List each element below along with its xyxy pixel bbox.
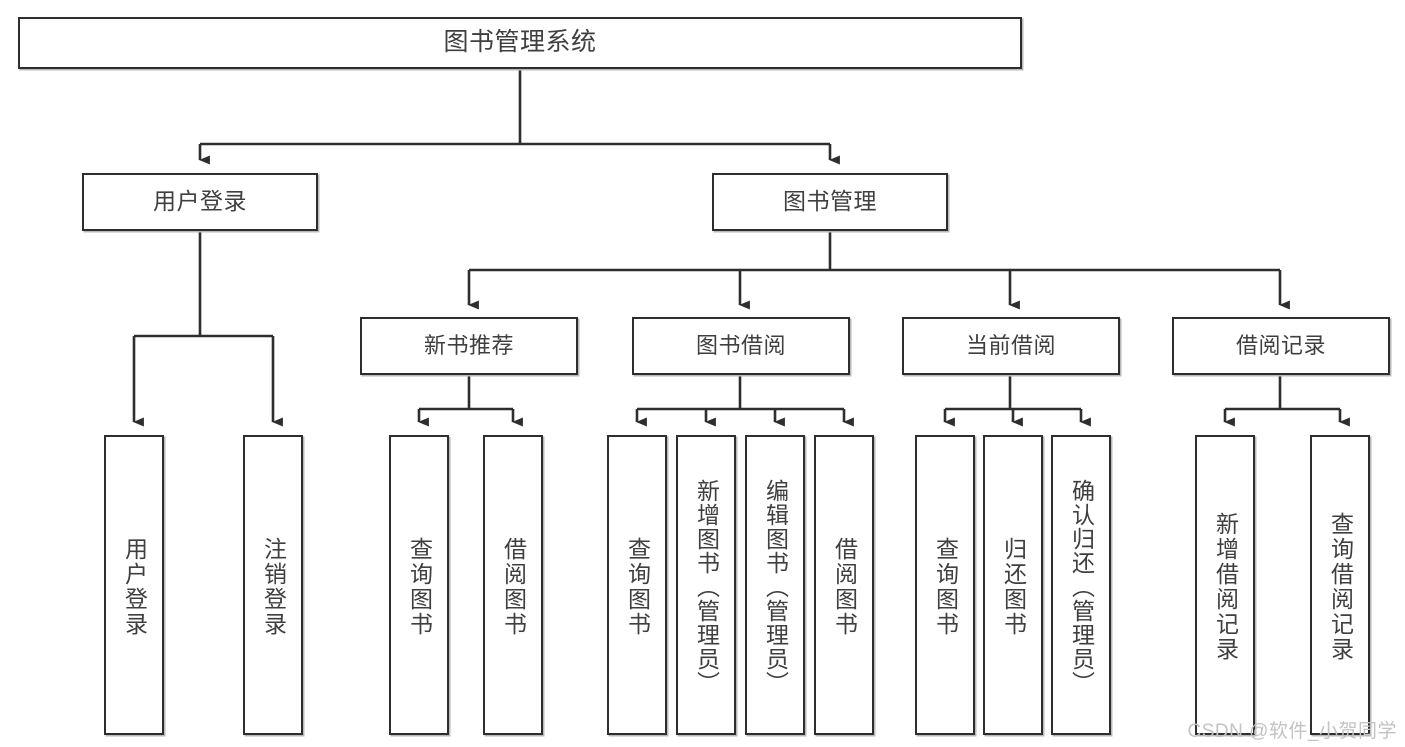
node-label: 查询图书 bbox=[406, 537, 433, 637]
node-label: 图书管理系统 bbox=[443, 28, 597, 57]
node-tier2-user-login[interactable]: 用户登录 bbox=[82, 173, 318, 231]
node-label: 用户登录 bbox=[121, 537, 148, 637]
node-leaf-confirm-return-admin[interactable]: 确认归还（管理员） bbox=[1051, 435, 1111, 735]
node-root[interactable]: 图书管理系统 bbox=[18, 17, 1022, 69]
node-tier3-borrow-record[interactable]: 借阅记录 bbox=[1172, 317, 1390, 375]
node-leaf-query-book-borrow[interactable]: 查询图书 bbox=[607, 435, 667, 735]
node-leaf-query-book-current[interactable]: 查询图书 bbox=[915, 435, 975, 735]
node-leaf-logout[interactable]: 注销登录 bbox=[243, 435, 303, 735]
node-leaf-add-book-admin[interactable]: 新增图书（管理员） bbox=[676, 435, 736, 735]
node-tier3-new-book-recommend[interactable]: 新书推荐 bbox=[360, 317, 578, 375]
node-label: 新增借阅记录 bbox=[1212, 512, 1239, 662]
node-leaf-query-book-recommend[interactable]: 查询图书 bbox=[389, 435, 449, 735]
node-leaf-borrow-book-recommend[interactable]: 借阅图书 bbox=[483, 435, 543, 735]
node-label: 确认归还（管理员） bbox=[1068, 479, 1095, 695]
node-leaf-add-borrow-record[interactable]: 新增借阅记录 bbox=[1195, 435, 1255, 735]
node-leaf-borrow-book[interactable]: 借阅图书 bbox=[814, 435, 874, 735]
node-label: 图书借阅 bbox=[695, 333, 786, 359]
node-label: 图书管理 bbox=[783, 188, 877, 215]
node-label: 编辑图书（管理员） bbox=[762, 479, 789, 695]
node-tier3-book-borrow[interactable]: 图书借阅 bbox=[632, 317, 850, 375]
node-leaf-user-login[interactable]: 用户登录 bbox=[104, 435, 164, 735]
node-label: 查询图书 bbox=[624, 537, 651, 637]
node-label: 借阅记录 bbox=[1235, 333, 1326, 359]
node-tier3-current-borrow[interactable]: 当前借阅 bbox=[902, 317, 1120, 375]
node-label: 新增图书（管理员） bbox=[693, 479, 720, 695]
node-leaf-return-book[interactable]: 归还图书 bbox=[983, 435, 1043, 735]
node-label: 借阅图书 bbox=[831, 537, 858, 637]
node-label: 当前借阅 bbox=[965, 333, 1056, 359]
node-leaf-query-borrow-record[interactable]: 查询借阅记录 bbox=[1310, 435, 1370, 735]
node-leaf-edit-book-admin[interactable]: 编辑图书（管理员） bbox=[745, 435, 805, 735]
node-label: 查询借阅记录 bbox=[1327, 512, 1354, 662]
node-label: 用户登录 bbox=[153, 188, 247, 215]
node-label: 归还图书 bbox=[1000, 537, 1027, 637]
node-tier2-book-management[interactable]: 图书管理 bbox=[712, 173, 948, 231]
node-label: 查询图书 bbox=[932, 537, 959, 637]
node-label: 注销登录 bbox=[260, 537, 287, 637]
node-label: 借阅图书 bbox=[500, 537, 527, 637]
csdn-watermark: CSDN @软件_小贺同学 bbox=[1187, 721, 1397, 742]
node-label: 新书推荐 bbox=[423, 333, 514, 359]
